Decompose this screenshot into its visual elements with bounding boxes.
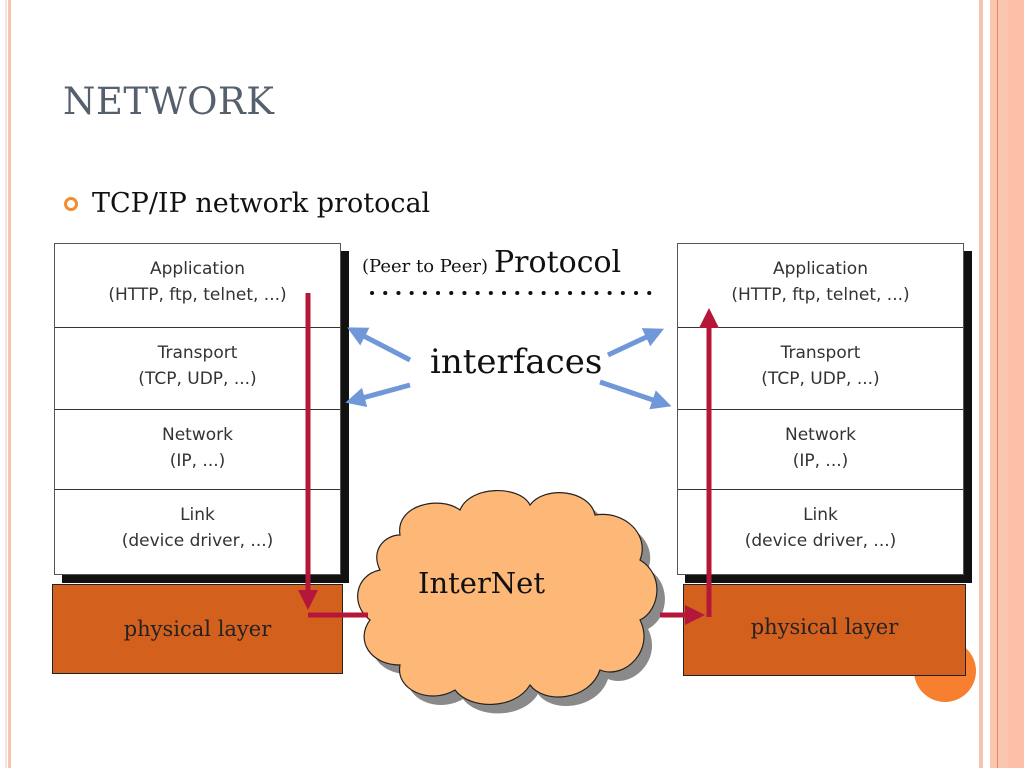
- layer-name: Network: [785, 425, 856, 445]
- layer-detail: (device driver, ...): [744, 531, 897, 551]
- left-protocol-stack: Application (HTTP, ftp, telnet, ...) Tra…: [54, 243, 341, 575]
- slide-title: NETWORK: [63, 80, 275, 123]
- layer-detail: (IP, ...): [169, 451, 226, 471]
- bullet-circle-icon: [64, 196, 78, 211]
- stack-layer-network: Network (IP, ...): [55, 410, 340, 490]
- stack-layer-transport: Transport (TCP, UDP, ...): [678, 328, 963, 410]
- layer-name: Network: [162, 425, 233, 445]
- layer-name: Transport: [780, 343, 861, 363]
- right-border-stripe: [1008, 0, 1024, 768]
- left-physical-layer: physical layer: [52, 584, 343, 674]
- stack-layer-link: Link (device driver, ...): [678, 490, 963, 574]
- right-protocol-stack: Application (HTTP, ftp, telnet, ...) Tra…: [677, 243, 964, 575]
- bullet-item: TCP/IP network protocal: [64, 188, 430, 219]
- layer-detail: (TCP, UDP, ...): [761, 369, 880, 389]
- layer-detail: (IP, ...): [792, 451, 849, 471]
- stack-layer-application: Application (HTTP, ftp, telnet, ...): [55, 244, 340, 328]
- layer-detail: (HTTP, ftp, telnet, ...): [731, 285, 910, 305]
- stack-layer-link: Link (device driver, ...): [55, 490, 340, 574]
- layer-name: Link: [180, 505, 215, 525]
- interfaces-label: interfaces: [430, 342, 603, 382]
- internet-cloud: [357, 490, 658, 705]
- layer-name: Application: [150, 259, 245, 279]
- left-border-stripe: [5, 0, 7, 768]
- internet-label: InterNet: [418, 566, 546, 600]
- peer-to-peer-text: (Peer to Peer): [362, 256, 488, 277]
- layer-name: Link: [803, 505, 838, 525]
- interface-arrow: [606, 328, 665, 358]
- stack-layer-network: Network (IP, ...): [678, 410, 963, 490]
- layer-detail: (TCP, UDP, ...): [138, 369, 257, 389]
- left-border-stripe: [8, 0, 11, 768]
- layer-name: Application: [773, 259, 868, 279]
- protocol-text: Protocol: [493, 245, 622, 280]
- layer-detail: (HTTP, ftp, telnet, ...): [108, 285, 287, 305]
- bullet-text: TCP/IP network protocal: [92, 188, 431, 219]
- interface-arrow: [599, 379, 672, 410]
- right-border-stripe: [997, 0, 998, 768]
- right-physical-layer: physical layer: [683, 584, 966, 676]
- interface-arrow: [345, 382, 411, 408]
- peer-protocol-label: (Peer to Peer)Protocol: [362, 245, 621, 280]
- interface-arrow: [347, 327, 412, 363]
- right-border-stripe: [979, 0, 983, 768]
- layer-name: Transport: [157, 343, 238, 363]
- layer-detail: (device driver, ...): [121, 531, 274, 551]
- stack-layer-application: Application (HTTP, ftp, telnet, ...): [678, 244, 963, 328]
- stack-layer-transport: Transport (TCP, UDP, ...): [55, 328, 340, 410]
